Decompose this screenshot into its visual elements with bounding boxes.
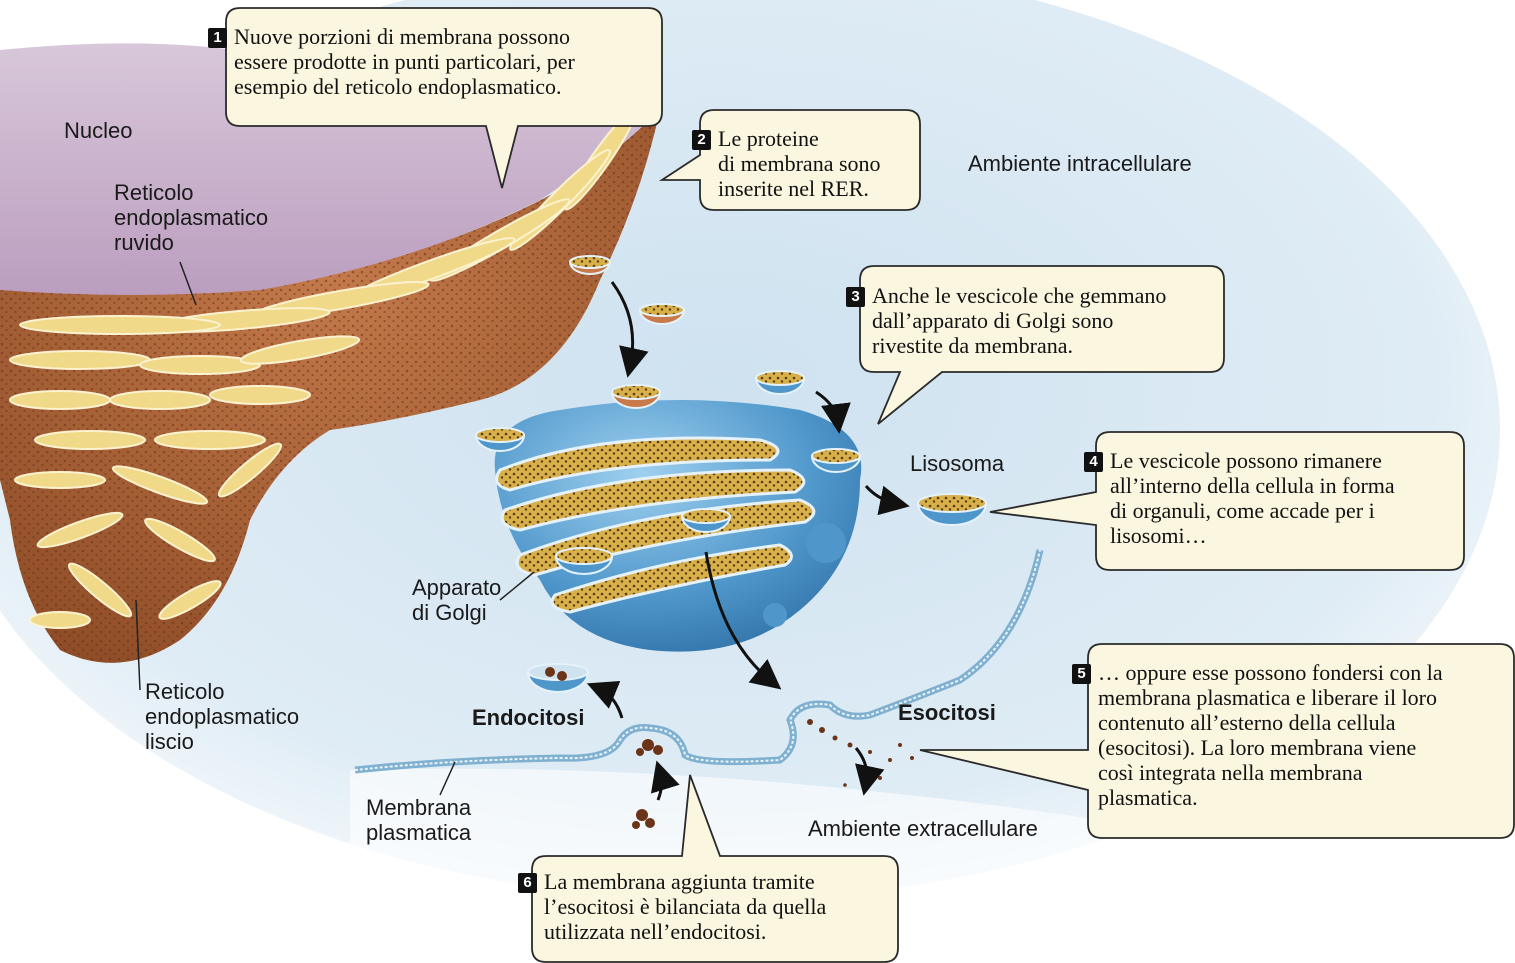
- label-esocitosi: Esocitosi: [898, 700, 996, 725]
- step-number: 5: [1072, 664, 1091, 684]
- step-number: 3: [846, 287, 865, 307]
- step-number: 6: [518, 873, 537, 893]
- label-membrana: Membrana plasmatica: [366, 795, 471, 845]
- callout-5: 5… oppure esse possono fondersi con la m…: [1072, 660, 1096, 685]
- callout-3-text: Anche le vescicole che gemmano dall’appa…: [872, 283, 1166, 358]
- callout-5-text: … oppure esse possono fondersi con la me…: [1098, 660, 1443, 810]
- callout-6-text: La membrana aggiunta tramite l’esocitosi…: [544, 869, 826, 944]
- step-number: 2: [692, 130, 711, 150]
- step-number: 1: [208, 28, 227, 48]
- label-golgi: Apparato di Golgi: [412, 575, 501, 625]
- callout-2-text: Le proteine di membrana sono inserite ne…: [718, 126, 881, 201]
- step-number: 4: [1084, 452, 1103, 472]
- label-intracellulare: Ambiente intracellulare: [968, 151, 1192, 176]
- label-nucleo: Nucleo: [64, 118, 132, 143]
- label-extracellulare: Ambiente extracellulare: [808, 816, 1038, 841]
- label-lisosoma: Lisosoma: [910, 451, 1004, 476]
- label-rel: Reticolo endoplasmatico liscio: [145, 679, 299, 754]
- label-endocitosi: Endocitosi: [472, 705, 584, 730]
- label-rer: Reticolo endoplasmatico ruvido: [114, 180, 268, 255]
- callout-4-text: Le vescicole possono rimanere all’intern…: [1110, 448, 1395, 548]
- callout-1-text: Nuove porzioni di membrana possono esser…: [234, 24, 575, 99]
